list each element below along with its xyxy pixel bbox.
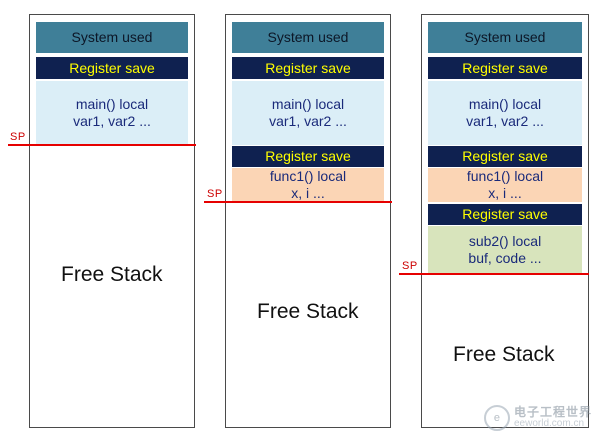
main-local-title: main() local: [468, 96, 542, 112]
register-save-label: Register save: [462, 148, 548, 164]
system-used-label: System used: [71, 29, 153, 45]
sub2-local-block: sub2() local buf, code ...: [428, 226, 582, 273]
system-used-label: System used: [267, 29, 349, 45]
register-save-label: Register save: [69, 59, 155, 76]
eeworld-logo-icon: e: [483, 405, 510, 431]
free-stack-label: Free Stack: [61, 263, 163, 286]
main-local-title: main() local: [75, 96, 149, 112]
func1-local-vars: x, i ...: [488, 185, 522, 201]
register-save-block: Register save: [232, 146, 384, 167]
register-save-label: Register save: [265, 59, 351, 76]
sub2-local-vars: buf, code ...: [468, 249, 542, 266]
main-local-block: main() local var1, var2 ...: [36, 81, 188, 145]
system-used-block: System used: [232, 22, 384, 53]
register-save-label: Register save: [265, 148, 351, 164]
func1-local-block: func1() local x, i ...: [428, 168, 582, 202]
sp-pointer-line: [399, 273, 589, 275]
watermark: e 电子工程世界 eeworld.com.cn: [483, 405, 592, 431]
system-used-block: System used: [36, 22, 188, 53]
free-stack-label: Free Stack: [453, 343, 555, 366]
register-save-block: Register save: [428, 204, 582, 225]
func1-local-title: func1() local: [466, 168, 544, 184]
main-local-vars: var1, var2 ...: [269, 113, 347, 129]
register-save-block: Register save: [232, 57, 384, 79]
register-save-block: Register save: [428, 146, 582, 167]
stack-column-3: System used Register save main() local v…: [421, 14, 589, 428]
sp-pointer-line: [204, 201, 392, 203]
sp-label: SP: [402, 260, 418, 272]
sp-pointer-line: [8, 144, 196, 146]
sp-label: SP: [207, 188, 223, 200]
sub2-local-title: sub2() local: [468, 232, 542, 249]
stack-column-1: System used Register save main() local v…: [29, 14, 195, 428]
func1-local-vars: x, i ...: [291, 185, 325, 201]
stack-column-2: System used Register save main() local v…: [225, 14, 391, 428]
register-save-block: Register save: [36, 57, 188, 79]
main-local-vars: var1, var2 ...: [73, 113, 151, 129]
free-stack-label: Free Stack: [257, 300, 359, 323]
func1-local-block: func1() local x, i ...: [232, 168, 384, 202]
watermark-cn: 电子工程世界: [513, 405, 592, 419]
sp-label: SP: [10, 131, 26, 143]
register-save-block: Register save: [428, 57, 582, 79]
main-local-vars: var1, var2 ...: [466, 113, 544, 129]
system-used-block: System used: [428, 22, 582, 53]
func1-local-title: func1() local: [269, 168, 347, 184]
main-local-block: main() local var1, var2 ...: [232, 81, 384, 145]
watermark-en: eeworld.com.cn: [513, 418, 585, 429]
register-save-label: Register save: [462, 206, 548, 222]
main-local-title: main() local: [271, 96, 345, 112]
system-used-label: System used: [464, 29, 546, 45]
main-local-block: main() local var1, var2 ...: [428, 81, 582, 145]
register-save-label: Register save: [462, 59, 548, 76]
